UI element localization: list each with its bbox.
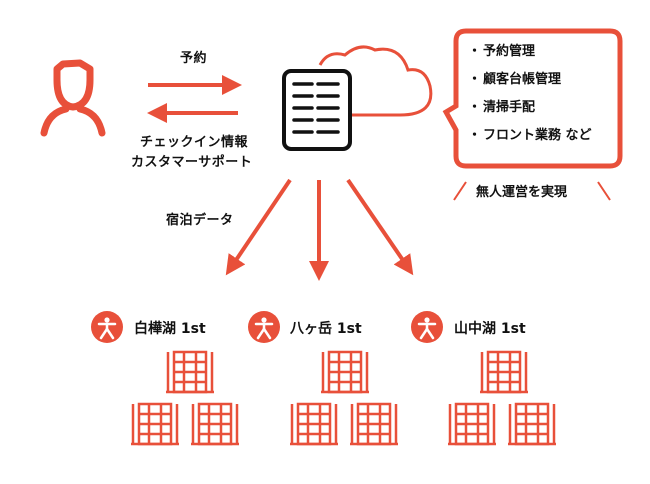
location-label: 八ヶ岳 1st: [290, 321, 362, 337]
callout-list: 予約管理 顧客台帳管理 清掃手配 フロント業務 など: [468, 42, 592, 154]
callout-box: [442, 28, 623, 169]
reservation-label: 予約: [180, 51, 208, 66]
callout-item: 顧客台帳管理: [468, 70, 592, 98]
location-label: 山中湖 1st: [454, 321, 526, 337]
checkin-label-line2: カスタマーサポート: [131, 155, 253, 170]
server-icon: [282, 69, 352, 151]
callout-item: フロント業務 など: [468, 126, 592, 154]
callout-item: 予約管理: [468, 42, 592, 70]
tagline: 無人運営を実現: [476, 185, 568, 200]
data-arrow-left: [225, 178, 292, 276]
checkin-label-line1: チェックイン情報: [140, 135, 249, 150]
cloud-icon: [318, 45, 433, 117]
user-icon: [40, 59, 106, 137]
tagline-slash-left: [453, 181, 467, 201]
location-label: 白樺湖 1st: [134, 321, 206, 337]
lodging-data-label: 宿泊データ: [166, 213, 234, 228]
callout-item: 清掃手配: [468, 98, 592, 126]
data-arrow-right: [346, 178, 414, 276]
tagline-slash-right: [597, 181, 611, 201]
